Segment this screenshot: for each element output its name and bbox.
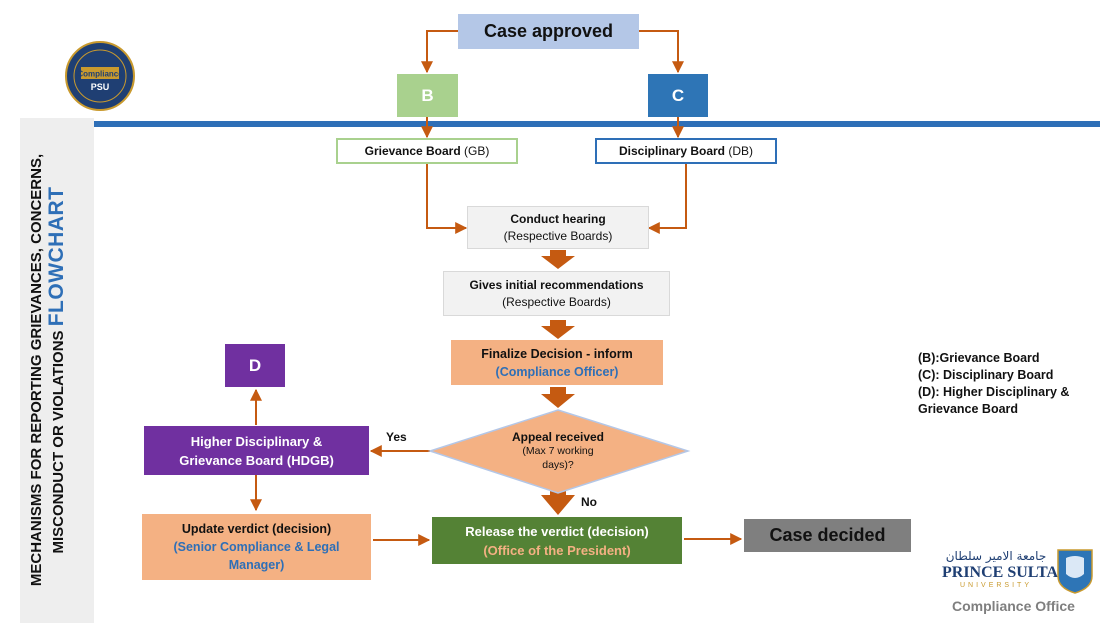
conduct-hearing-title: Conduct hearing	[510, 211, 606, 226]
node-finalize-decision: Finalize Decision - inform (Compliance O…	[451, 340, 663, 385]
block-arrow-recommend-to-finalize	[541, 320, 575, 339]
appeal-sub1: (Max 7 working	[522, 445, 594, 457]
disciplinary-board-name: Disciplinary Board	[618, 144, 725, 158]
compliance-office-label: Compliance Office	[952, 598, 1075, 614]
update-verdict-title: Update verdict (decision)	[181, 522, 332, 536]
hdgb-line2: Grievance Board (HDGB)	[179, 452, 334, 468]
edge-approved-to-c	[639, 30, 684, 74]
conduct-hearing-sub: (Respective Boards)	[503, 228, 613, 243]
legend-item-b: (B):Grievance Board	[918, 351, 1040, 365]
university-arabic-name: جامعة الامير سلطان	[945, 549, 1047, 563]
finalize-decision-sub: (Compliance Officer)	[495, 364, 619, 379]
block-arrow-appeal-to-release	[541, 489, 575, 515]
edge-label-yes: Yes	[386, 430, 407, 444]
update-verdict-sub2: Manager)	[228, 558, 285, 572]
node-disciplinary-board: Disciplinary Board (DB)	[595, 138, 777, 164]
appeal-decision-text: Appeal received (Max 7 working days)?	[470, 425, 646, 477]
node-case-decided: Case decided	[744, 519, 911, 552]
block-arrow-hearing-to-recommend	[541, 250, 575, 269]
university-english-name: PRINCE SULTAN	[942, 564, 1070, 581]
header-divider	[94, 121, 1100, 127]
release-verdict-title: Release the verdict (decision)	[465, 523, 649, 539]
university-logo: جامعة الامير سلطان PRINCE SULTAN UNIVERS…	[938, 546, 1098, 616]
appeal-decision-diamond	[427, 409, 691, 494]
node-c-label: C	[671, 85, 685, 105]
legend-item-d-cont: Grievance Board	[918, 402, 1019, 416]
grievance-board-name: Grievance Board	[364, 144, 461, 158]
edge-gb-to-hearing	[426, 163, 468, 234]
appeal-sub2: days)?	[542, 459, 574, 471]
update-verdict-sub1: (Senior Compliance & Legal	[173, 540, 340, 554]
node-d-label: D	[248, 355, 262, 375]
hdgb-line1: Higher Disciplinary &	[190, 433, 323, 449]
node-hdgb: Higher Disciplinary & Grievance Board (H…	[144, 426, 369, 475]
block-arrow-finalize-to-appeal	[541, 387, 575, 408]
legend: (B):Grievance Board (C): Disciplinary Bo…	[918, 350, 1088, 418]
node-conduct-hearing: Conduct hearing (Respective Boards)	[467, 206, 649, 249]
node-b: B	[397, 74, 458, 117]
node-b-label: B	[421, 85, 434, 105]
edge-db-to-hearing	[647, 163, 687, 234]
node-initial-recommendations: Gives initial recommendations (Respectiv…	[443, 271, 670, 316]
legend-item-d: (D): Higher Disciplinary &	[918, 385, 1070, 399]
disciplinary-board-abbr: (DB)	[728, 144, 754, 158]
release-verdict-sub: (Office of the President)	[483, 542, 631, 558]
university-emblem-icon	[1057, 549, 1093, 594]
node-update-verdict: Update verdict (decision) (Senior Compli…	[142, 514, 371, 580]
node-d: D	[225, 344, 285, 387]
seal-text-psu: PSU	[91, 82, 110, 92]
case-decided-label: Case decided	[769, 525, 886, 545]
edge-approved-to-b	[421, 30, 458, 74]
initial-recommendations-title: Gives initial recommendations	[469, 277, 644, 292]
sidebar-title-band	[20, 118, 94, 623]
initial-recommendations-sub: (Respective Boards)	[502, 294, 611, 309]
edge-label-no: No	[581, 495, 597, 509]
grievance-board-abbr: (GB)	[464, 144, 490, 158]
node-c: C	[648, 74, 708, 117]
node-case-approved: Case approved	[458, 14, 639, 49]
node-grievance-board: Grievance Board (GB)	[336, 138, 518, 164]
case-approved-label: Case approved	[483, 21, 614, 41]
compliance-seal-logo: Compliance PSU	[65, 41, 135, 111]
finalize-decision-title: Finalize Decision - inform	[481, 346, 633, 361]
node-release-verdict: Release the verdict (decision) (Office o…	[432, 517, 682, 564]
university-sub: UNIVERSITY	[959, 582, 1032, 589]
appeal-title: Appeal received	[511, 430, 605, 444]
legend-item-c: (C): Disciplinary Board	[918, 368, 1054, 382]
seal-text-compliance: Compliance	[77, 70, 123, 79]
